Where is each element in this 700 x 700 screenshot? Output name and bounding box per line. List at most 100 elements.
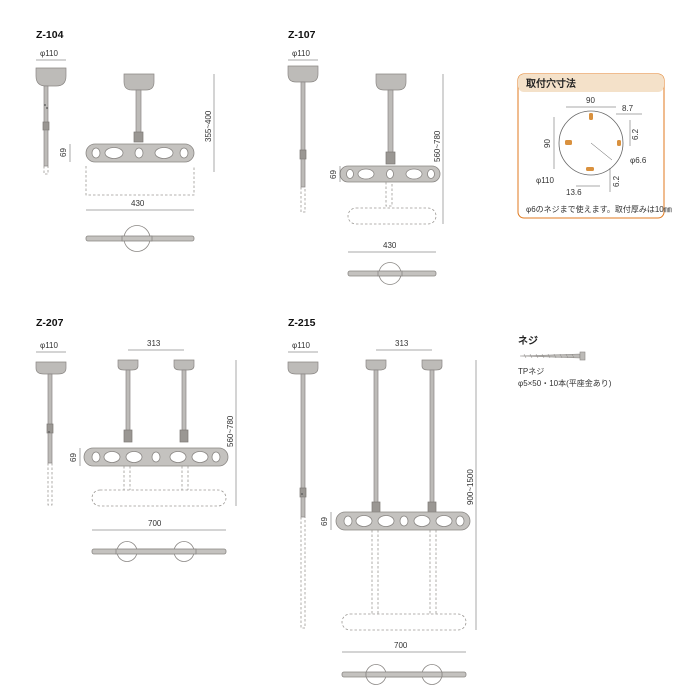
bar-hole [134,147,144,159]
pole-pin [44,104,46,106]
z107-front-view [339,73,441,225]
ceiling-base [35,67,67,87]
pole-lock-left [123,429,133,443]
pole-lock-right [179,429,189,443]
bar-hole [91,451,101,463]
pole-upper [387,89,394,157]
pole-upper [300,81,306,153]
bar-hole [386,169,394,179]
bar-hole [91,147,101,159]
lowered-bar [91,489,227,507]
screw-icon [519,353,581,359]
bar-top-center [115,548,197,555]
bar-top-center [377,270,403,277]
lowered-bar [347,207,437,225]
model-z207-bar-height: 69 [69,453,78,462]
bar-hole [355,515,373,527]
mount-note: φ6のネジまで使えます。取付厚みは10㎜ [526,204,672,214]
pole-lower [300,496,306,518]
model-z215-base-dia: φ110 [292,341,310,350]
model-z107: Z-107 φ110 69 560~780 430 [287,29,444,285]
bar-top-center [121,235,153,242]
model-z107-base-dia: φ110 [292,49,310,58]
pole-lock [42,121,50,131]
ceiling-base [287,65,319,83]
model-z207-title: Z-207 [36,317,64,329]
mount-dim-bottom: 13.6 [566,188,582,197]
model-z107-title: Z-107 [288,29,316,41]
ceiling-base-left [117,359,139,371]
pole-extension [371,530,437,614]
z104-side-view [35,67,67,175]
z104-top-view [85,225,195,252]
ceiling-base [123,73,155,91]
bar-hole [211,451,221,463]
screw-title: ネジ [518,335,538,347]
model-z207-pole-spacing: 313 [147,339,161,348]
bar-hole [191,451,209,463]
pole-pin [46,107,48,109]
z215-side-view [287,361,319,629]
pole-right [429,369,435,505]
pole-extension [385,182,393,207]
bar-hole [179,147,189,159]
extension-range [47,463,53,506]
model-z215-pole-spacing: 313 [395,339,409,348]
z107-top-view [347,262,437,285]
pole-lower [300,158,306,188]
mounting-panel-title: 取付穴寸法 [526,77,576,90]
pole-lock [385,151,396,165]
bar-hole [377,515,395,527]
bar-hole [154,147,174,159]
bar-hole [151,451,161,463]
mount-hole-right [617,140,621,146]
model-z104-bar-width: 430 [131,199,145,208]
z215-front-view [335,359,471,631]
model-z215-title: Z-215 [288,317,316,329]
z107-side-view [287,65,319,213]
pole-lock [46,423,54,434]
screw-thread [523,353,575,359]
z104-front-view [85,73,195,196]
pole-lower [47,432,53,464]
pole-left [373,369,379,505]
pole-extension [123,466,189,490]
mount-dim-side: 90 [543,139,552,148]
model-z104-title: Z-104 [36,29,64,41]
model-z215-bar-width: 700 [394,641,408,650]
ceiling-base-right [421,359,443,371]
bar-hole [435,515,453,527]
extension-range [300,187,306,213]
screw-panel: ネジ TPネジ φ5×50・10本(平座金あり) [518,335,612,388]
mount-dim-offset: 8.7 [622,104,634,113]
screw-head [579,351,586,361]
mounting-panel-header [518,74,664,92]
bar-hole [413,515,431,527]
model-z104-bar-height: 69 [59,148,68,157]
model-z215: Z-215 φ110 313 [287,317,477,685]
model-z207-base-dia: φ110 [40,341,58,350]
pole-left [125,369,131,433]
model-z104-base-dia: φ110 [40,49,58,58]
ceiling-base [287,361,319,375]
pole-pin [301,493,303,495]
extension-range [300,517,306,629]
mount-hole-top [589,113,593,120]
mount-hole-bottom [586,167,594,171]
pole-upper [300,373,306,491]
pole-lock [299,487,307,498]
ceiling-base-left [365,359,387,371]
mount-dim-top: 90 [586,96,595,105]
pole-right [181,369,187,433]
pole-upper [43,85,49,127]
pole-pin [48,431,50,433]
ceiling-base [375,73,407,91]
pole-lock [299,149,307,160]
drop-range [85,166,195,196]
bar-hole [346,169,354,179]
model-z215-bar-height: 69 [320,517,329,526]
screw-spec: φ5×50・10本(平座金あり) [518,378,612,388]
screw-type: TPネジ [518,367,544,376]
bar-hole [169,451,187,463]
model-z207-bar-width: 700 [148,519,162,528]
